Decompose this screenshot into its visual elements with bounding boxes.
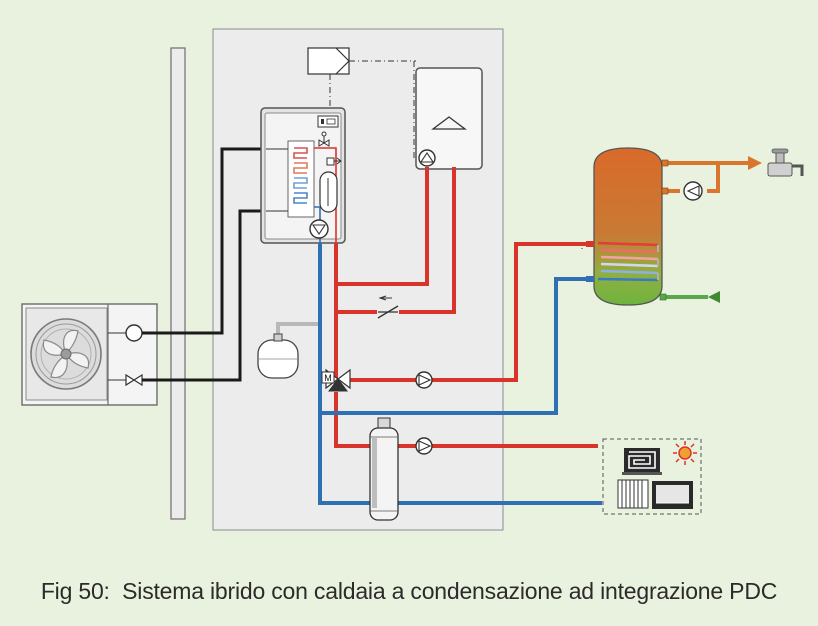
dhw-storage-tank-icon — [593, 147, 663, 306]
air-vent-icon — [326, 157, 342, 166]
boiler-circulator-pump-icon — [418, 149, 436, 167]
hydraulic-separator-icon — [369, 417, 399, 521]
figure-caption: Fig 50: Sistema ibrido con caldaia a con… — [0, 578, 818, 605]
cold-return-pipes — [318, 243, 602, 505]
cold-water-inlet — [659, 291, 720, 303]
figure-label: Fig 50: — [40, 578, 110, 604]
control-lines — [329, 60, 583, 249]
indoor-circulator-pump-icon — [309, 219, 329, 239]
dhw-outlet-pipes — [661, 156, 762, 195]
sun-icon — [673, 441, 697, 465]
three-way-mixing-valve-icon: M — [321, 368, 351, 392]
fan-icon — [30, 318, 102, 390]
tap-icon — [767, 148, 804, 177]
recirculation-pump-icon — [683, 181, 703, 201]
outdoor-circulator-pump-icon — [125, 324, 143, 342]
wall — [170, 47, 186, 520]
safety-valve-icon — [318, 131, 330, 147]
heating-loop-circulator-pump-icon — [415, 437, 433, 455]
condensing-boiler-icon — [415, 67, 483, 170]
control-unit-icon — [317, 115, 339, 128]
signal-wires — [142, 147, 262, 382]
mixing-valve-motor-label: M — [324, 373, 332, 383]
hybrid-system-diagram: M — [21, 28, 804, 531]
room-controller-icon — [307, 47, 350, 75]
radiator-icon — [617, 479, 649, 509]
dhw-loop-circulator-pump-icon — [415, 371, 433, 389]
tank-coil — [597, 241, 659, 282]
figure-caption-text: Sistema ibrido con caldaia a condensazio… — [122, 578, 778, 604]
heating-terminals — [602, 438, 702, 515]
expansion-vessel-icon — [257, 322, 318, 379]
heat-pump-indoor-module — [260, 107, 346, 252]
underfloor-heating-icon — [622, 448, 662, 475]
heat-pump-outdoor-unit-icon — [21, 303, 158, 406]
fan-coil-icon — [652, 481, 693, 509]
check-valve-icon — [377, 295, 399, 321]
